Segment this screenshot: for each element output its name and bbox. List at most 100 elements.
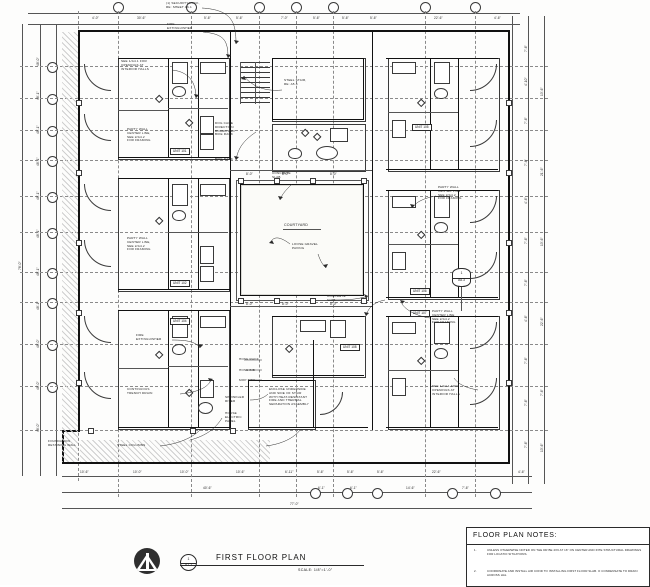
se-wall-top — [248, 380, 314, 382]
dim-left-2: 48'-1" — [36, 91, 40, 100]
mr-wall-top — [386, 190, 498, 192]
courtyard-corner-tick-1 — [238, 178, 244, 184]
dim-left-10: 48'-0" — [36, 381, 40, 390]
dim-right-1: 7'-6" — [524, 45, 528, 52]
ml-fixture-counter — [200, 184, 226, 196]
ll-fixture-counter — [200, 316, 226, 328]
ul-door-1 — [84, 64, 111, 91]
dim-right-3: 7'-6" — [524, 117, 528, 124]
dim-court-6: 8'-0" — [330, 172, 337, 176]
detail-marker-stair[interactable]: 1 A5.3 — [452, 268, 471, 287]
left-dimension-line-2 — [56, 24, 57, 476]
right-dimension-line — [512, 16, 513, 484]
drawing-detail-bubble[interactable]: 1 A1.2 — [180, 554, 197, 571]
note-text-2: COORDINATE AND INSTALL AIR COND TO INSTA… — [487, 569, 638, 577]
dim-court-4: 8'-0" — [246, 172, 253, 176]
ll-door-1 — [84, 316, 111, 343]
annotation-foundation-retaining-wall: FOUNDATION RETAINING WALL — [48, 439, 77, 447]
annotation-concrete-slab-top: CONCRETE SLAB — [272, 171, 291, 179]
drawing-detail-number: 1 — [187, 556, 190, 561]
dim-bot-9: 22'-6" — [432, 470, 441, 474]
courtyard-corner-tick-5 — [238, 298, 244, 304]
lobby-fixture-basin — [316, 146, 338, 160]
ur-wall-top — [386, 58, 498, 60]
courtyard-corner-tick-2 — [274, 178, 280, 184]
grid-line-h10 — [20, 386, 548, 387]
dim-left-11: 48'-0" — [36, 423, 40, 432]
lr-partition-3 — [388, 370, 458, 371]
grid-bubble-left-2 — [47, 94, 58, 105]
se-wall-bottom — [248, 427, 368, 429]
courtyard-slab-top — [236, 180, 368, 181]
grid-bubble-bottom-4 — [447, 488, 458, 499]
grid-line-h8 — [20, 302, 548, 303]
dim-bot-5: 6'-11" — [285, 470, 294, 474]
courtyard-edge-bottom — [240, 295, 364, 297]
dim-right-6: 7'-6" — [524, 237, 528, 244]
dim-right-10: 7'-6" — [524, 399, 528, 406]
lr-wall-bottom — [386, 427, 498, 429]
courtyard-edge-top — [240, 184, 364, 186]
ll-wall-top — [118, 310, 230, 312]
corridor-wall-left — [230, 30, 232, 430]
dim-left-4: 48'-1" — [36, 157, 40, 166]
unit-tag-102: UNIT 102 — [170, 280, 190, 287]
dim-botmid-4: 14'-6" — [406, 486, 415, 490]
courtyard-edge-left — [240, 184, 242, 296]
ll-hall-line — [118, 368, 168, 369]
annotation-hose-bib: HOSE BIB — [239, 368, 256, 372]
se-door — [320, 392, 343, 415]
dim-court-1: 8'-0" — [246, 302, 253, 306]
right-dimension-line-2 — [528, 16, 529, 484]
ml-fixture-toilet — [172, 210, 186, 221]
lr-partition-2 — [458, 316, 460, 428]
lobby-block — [272, 124, 366, 172]
ml-fixture-range — [200, 246, 214, 264]
lr-partition-1 — [430, 316, 432, 428]
ur-fixture-range — [392, 120, 406, 138]
grid-bubble-bottom-3 — [372, 488, 383, 499]
grid-bubble-left-1 — [47, 62, 58, 73]
building-wall-right — [508, 30, 510, 464]
grid-bubble-left-4 — [47, 156, 58, 167]
ml-partition-3 — [168, 232, 228, 233]
ll-door-2 — [84, 372, 111, 399]
dim-top-9: 22'-6" — [434, 16, 443, 20]
mr-fixture-range — [392, 252, 406, 270]
ml-wall-top — [118, 178, 230, 180]
mr-partition-2 — [458, 190, 460, 298]
dim-left-overall: 78'-0" — [18, 261, 22, 270]
dim-bot-2: 10'-0" — [133, 470, 142, 474]
perimeter-hatch-bottom — [80, 440, 270, 462]
dim-rightgrp-1: 13'-6" — [540, 87, 544, 96]
dim-right-5: 4'-6" — [524, 197, 528, 204]
note-number-1: 1. — [474, 548, 477, 552]
dim-bot-4: 10'-6" — [236, 470, 245, 474]
annotation-trench-drain: CONTINUOUS TRENCH DRAIN — [127, 387, 153, 395]
annotation-hose-rack: HOSE RACK — [239, 357, 259, 361]
stair-wall-top — [272, 58, 364, 60]
ml-door-1 — [84, 184, 111, 211]
annotation-steel-stair: STEEL STAIR, RE: A5.3 — [284, 78, 307, 86]
left-dimension-line — [40, 24, 41, 476]
ml-wall-bottom — [118, 289, 230, 291]
lr-wall-top — [386, 316, 498, 318]
column-1 — [76, 100, 82, 106]
architect-logo-icon — [134, 548, 160, 574]
grid-bubble-bottom-1 — [310, 488, 321, 499]
column-3 — [76, 240, 82, 246]
drawing-scale: SCALE: 1/8"=1'-0" — [298, 568, 333, 572]
grid-line-h1 — [20, 66, 548, 67]
lr-fixture-counter — [392, 322, 416, 334]
unit-tag-106: UNIT 106 — [410, 288, 430, 295]
grid-line-h11 — [20, 430, 548, 431]
annotation-mop-sink: MOP SINK — [239, 378, 256, 382]
courtyard-underline — [283, 229, 321, 230]
courtyard-corner-tick-4 — [361, 178, 367, 184]
column-2 — [76, 170, 82, 176]
dim-top-1: 4'-0" — [92, 16, 99, 20]
dim-botmid-2: 6'-1" — [318, 486, 325, 490]
ll-partition-3 — [168, 366, 228, 367]
mr-fixture-counter — [392, 196, 416, 208]
